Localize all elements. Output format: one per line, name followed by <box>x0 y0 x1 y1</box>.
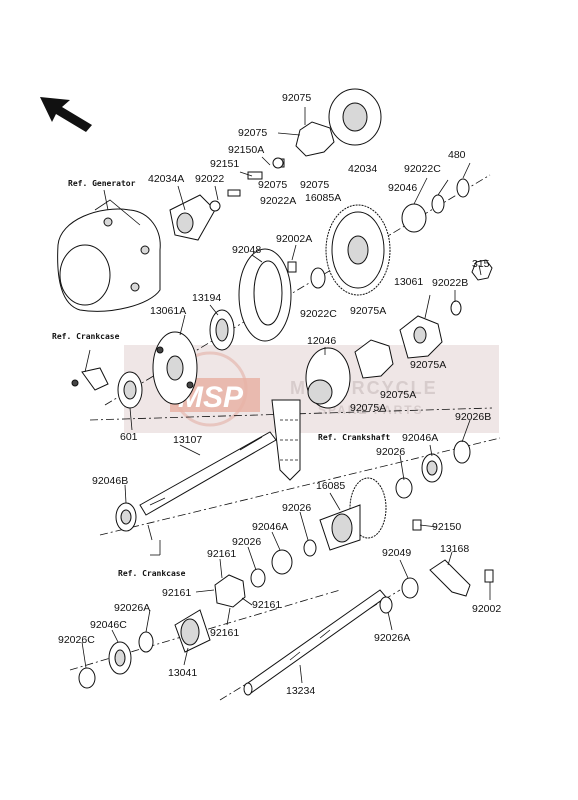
part-92161-set <box>214 574 246 608</box>
label-13061A: 13061A <box>150 305 186 317</box>
crankcase-bracket <box>71 367 109 391</box>
part-16085 <box>319 477 387 551</box>
label-92048: 92048 <box>232 244 261 256</box>
label-13041: 13041 <box>168 667 197 679</box>
part-13041 <box>174 609 211 653</box>
label-12046: 12046 <box>307 335 336 347</box>
starter-clutch-top <box>247 88 382 180</box>
label-315: 315 <box>472 258 490 270</box>
label-92075: 92075 <box>238 127 267 139</box>
part-12046 <box>305 347 351 409</box>
label-92161: 92161 <box>252 599 281 611</box>
label-92161: 92161 <box>162 587 191 599</box>
ref-crankcase-top: Ref. Crankcase <box>52 332 120 341</box>
watermark-line2: SPARE PARTS <box>318 403 424 417</box>
generator-cover <box>57 199 161 312</box>
label-92026A: 92026A <box>114 602 150 614</box>
label-92150A: 92150A <box>228 144 264 156</box>
label-92046A: 92046A <box>252 521 288 533</box>
label-92150: 92150 <box>432 521 461 533</box>
part-labels: 92075 92075 92150A 92151 92022 42034A 92… <box>58 92 501 697</box>
part-13061 <box>399 315 443 359</box>
label-13234: 13234 <box>286 685 315 697</box>
label-92075: 92075 <box>300 179 329 191</box>
label-92026C: 92026C <box>58 634 95 646</box>
label-92022B: 92022B <box>432 277 468 289</box>
label-92026: 92026 <box>282 502 311 514</box>
label-13107: 13107 <box>173 434 202 446</box>
label-92026: 92026 <box>376 446 405 458</box>
part-13194 <box>209 309 235 351</box>
label-92022C: 92022C <box>300 308 337 320</box>
part-42034A <box>169 189 241 241</box>
label-92161: 92161 <box>210 627 239 639</box>
label-92002: 92002 <box>472 603 501 615</box>
leader-lines <box>81 107 491 684</box>
ref-crankcase-bottom: Ref. Crankcase <box>118 569 186 578</box>
part-16085A <box>325 178 470 296</box>
label-92151: 92151 <box>210 158 239 170</box>
part-92075A-damper <box>354 339 394 379</box>
label-92022A: 92022A <box>260 195 296 207</box>
part-92046B <box>115 502 137 532</box>
label-92046A: 92046A <box>402 432 438 444</box>
label-92026: 92026 <box>232 536 261 548</box>
label-601: 601 <box>120 431 138 443</box>
label-92002A: 92002A <box>276 233 312 245</box>
label-92026A: 92026A <box>374 632 410 644</box>
part-92048 <box>238 248 326 342</box>
label-92075: 92075 <box>282 92 311 104</box>
label-16085A: 16085A <box>305 192 341 204</box>
label-13194: 13194 <box>192 292 221 304</box>
ref-crankshaft: Ref. Crankshaft <box>318 433 390 442</box>
label-92022C: 92022C <box>404 163 441 175</box>
label-92075A: 92075A <box>350 305 386 317</box>
label-92049: 92049 <box>382 547 411 559</box>
label-92075A: 92075A <box>350 402 386 414</box>
drive-chain <box>271 399 301 481</box>
label-92046: 92046 <box>388 182 417 194</box>
label-92022: 92022 <box>195 173 224 185</box>
label-480: 480 <box>448 149 466 161</box>
label-92046B: 92046B <box>92 475 128 487</box>
ref-generator: Ref. Generator <box>68 179 136 188</box>
part-13168 <box>379 519 494 614</box>
label-92075A: 92075A <box>380 389 416 401</box>
shaft-13107 <box>139 431 277 516</box>
part-13061A <box>152 331 198 405</box>
label-92075A: 92075A <box>410 359 446 371</box>
label-16085: 16085 <box>316 480 345 492</box>
label-92026B: 92026B <box>455 411 491 423</box>
label-13061: 13061 <box>394 276 423 288</box>
front-arrow-icon <box>40 97 92 132</box>
label-42034A: 42034A <box>148 173 184 185</box>
lower-left-parts <box>78 631 154 689</box>
label-92046C: 92046C <box>90 619 127 631</box>
label-92075: 92075 <box>258 179 287 191</box>
label-92161: 92161 <box>207 548 236 560</box>
middle-bearings <box>250 440 471 588</box>
part-601 <box>117 371 143 409</box>
part-315 <box>450 259 493 316</box>
reference-labels: Ref. Generator Ref. Crankcase Ref. Crank… <box>52 179 390 578</box>
label-42034: 42034 <box>348 163 377 175</box>
label-13168: 13168 <box>440 543 469 555</box>
